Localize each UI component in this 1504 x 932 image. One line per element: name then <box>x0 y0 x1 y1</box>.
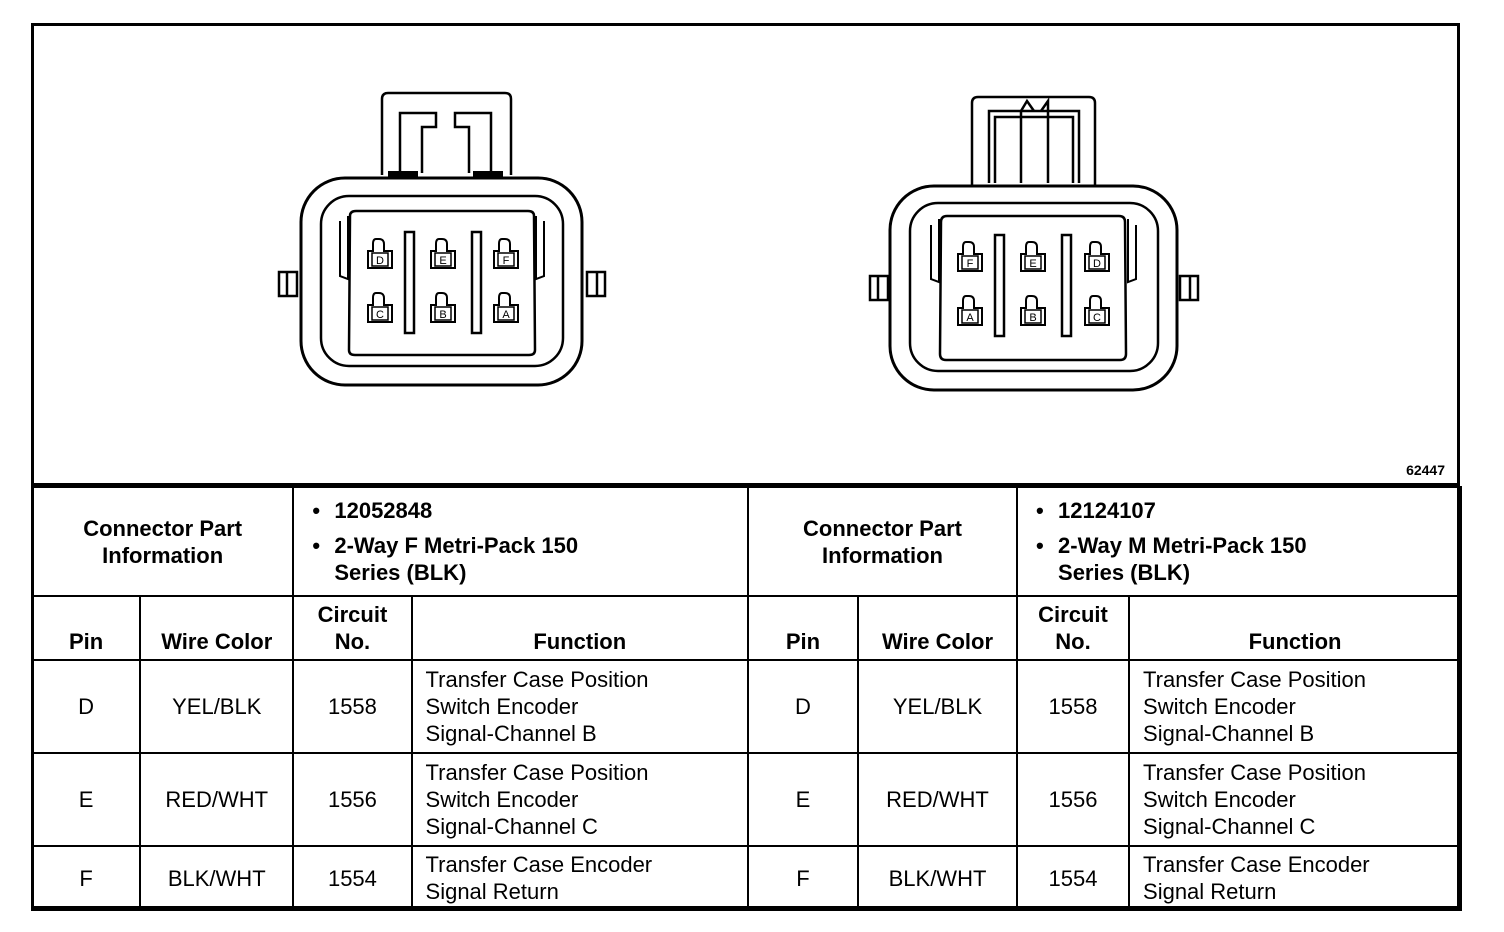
col-header-pin: Pin <box>30 595 142 661</box>
connector-1-part-number: 12052848 <box>334 498 433 523</box>
cavity-c-0: C <box>367 292 393 323</box>
connector-illustration-area: D E F C B A F E D A B C 62447 <box>34 26 1457 486</box>
cavity-c-1: C <box>1084 295 1110 326</box>
circuit-cell: 1558 <box>1016 659 1131 754</box>
col-header-pin: Pin <box>747 595 859 661</box>
cavity-b-0: B <box>430 292 456 323</box>
col-header-function: Function <box>1128 595 1463 661</box>
cavity-letter: C <box>376 309 384 321</box>
cavity-letter: F <box>967 258 974 270</box>
connector-2-part-number: 12124107 <box>1058 498 1156 523</box>
col-header-function: Function <box>410 595 750 661</box>
cavity-f-1: F <box>957 241 983 272</box>
cavity-letter: B <box>1029 312 1036 324</box>
pin-cell: E <box>747 752 859 847</box>
pin-cell: D <box>747 659 859 754</box>
cavity-letter: A <box>502 309 510 321</box>
wire-color-cell: BLK/WHT <box>856 845 1019 911</box>
cavity-letter: E <box>439 255 446 267</box>
circuit-cell: 1554 <box>292 845 413 911</box>
wire-color-cell: YEL/BLK <box>139 659 295 754</box>
circuit-cell: 1556 <box>292 752 413 847</box>
cavity-d-0: D <box>367 238 393 269</box>
wire-color-cell: RED/WHT <box>139 752 295 847</box>
cavity-letter: F <box>503 255 510 267</box>
wire-color-cell: RED/WHT <box>856 752 1019 847</box>
cavity-a-0: A <box>493 292 519 323</box>
cavity-b-1: B <box>1020 295 1046 326</box>
cavity-letter: D <box>376 255 384 267</box>
cavity-d-1: D <box>1084 241 1110 272</box>
cavity-e-1: E <box>1020 241 1046 272</box>
cavity-letter: B <box>439 309 446 321</box>
cavity-letter: A <box>966 312 974 324</box>
circuit-cell: 1556 <box>1016 752 1131 847</box>
cavity-letter: D <box>1093 258 1101 270</box>
circuit-cell: 1554 <box>1016 845 1131 911</box>
cavity-letter: C <box>1093 312 1101 324</box>
cavity-f-0: F <box>493 238 519 269</box>
male-connector-face <box>868 95 1200 392</box>
female-connector-face <box>277 91 607 387</box>
cavity-a-1: A <box>957 295 983 326</box>
pin-cell: D <box>30 659 142 754</box>
wire-color-cell: BLK/WHT <box>139 845 295 911</box>
connector-illustrations: D E F C B A F E D A B C <box>277 91 1200 392</box>
cavity-letter: E <box>1029 258 1036 270</box>
pin-cell: F <box>30 845 142 911</box>
cavity-e-0: E <box>430 238 456 269</box>
wire-color-cell: YEL/BLK <box>856 659 1019 754</box>
figure-number: 62447 <box>1406 462 1445 478</box>
pin-cell: F <box>747 845 859 911</box>
col-header-wire-color: Wire Color <box>139 595 295 661</box>
pin-cell: E <box>30 752 142 847</box>
pin-cavities: D E F C B A F E D A B C <box>367 238 1110 326</box>
circuit-cell: 1558 <box>292 659 413 754</box>
col-header-wire-color: Wire Color <box>856 595 1019 661</box>
